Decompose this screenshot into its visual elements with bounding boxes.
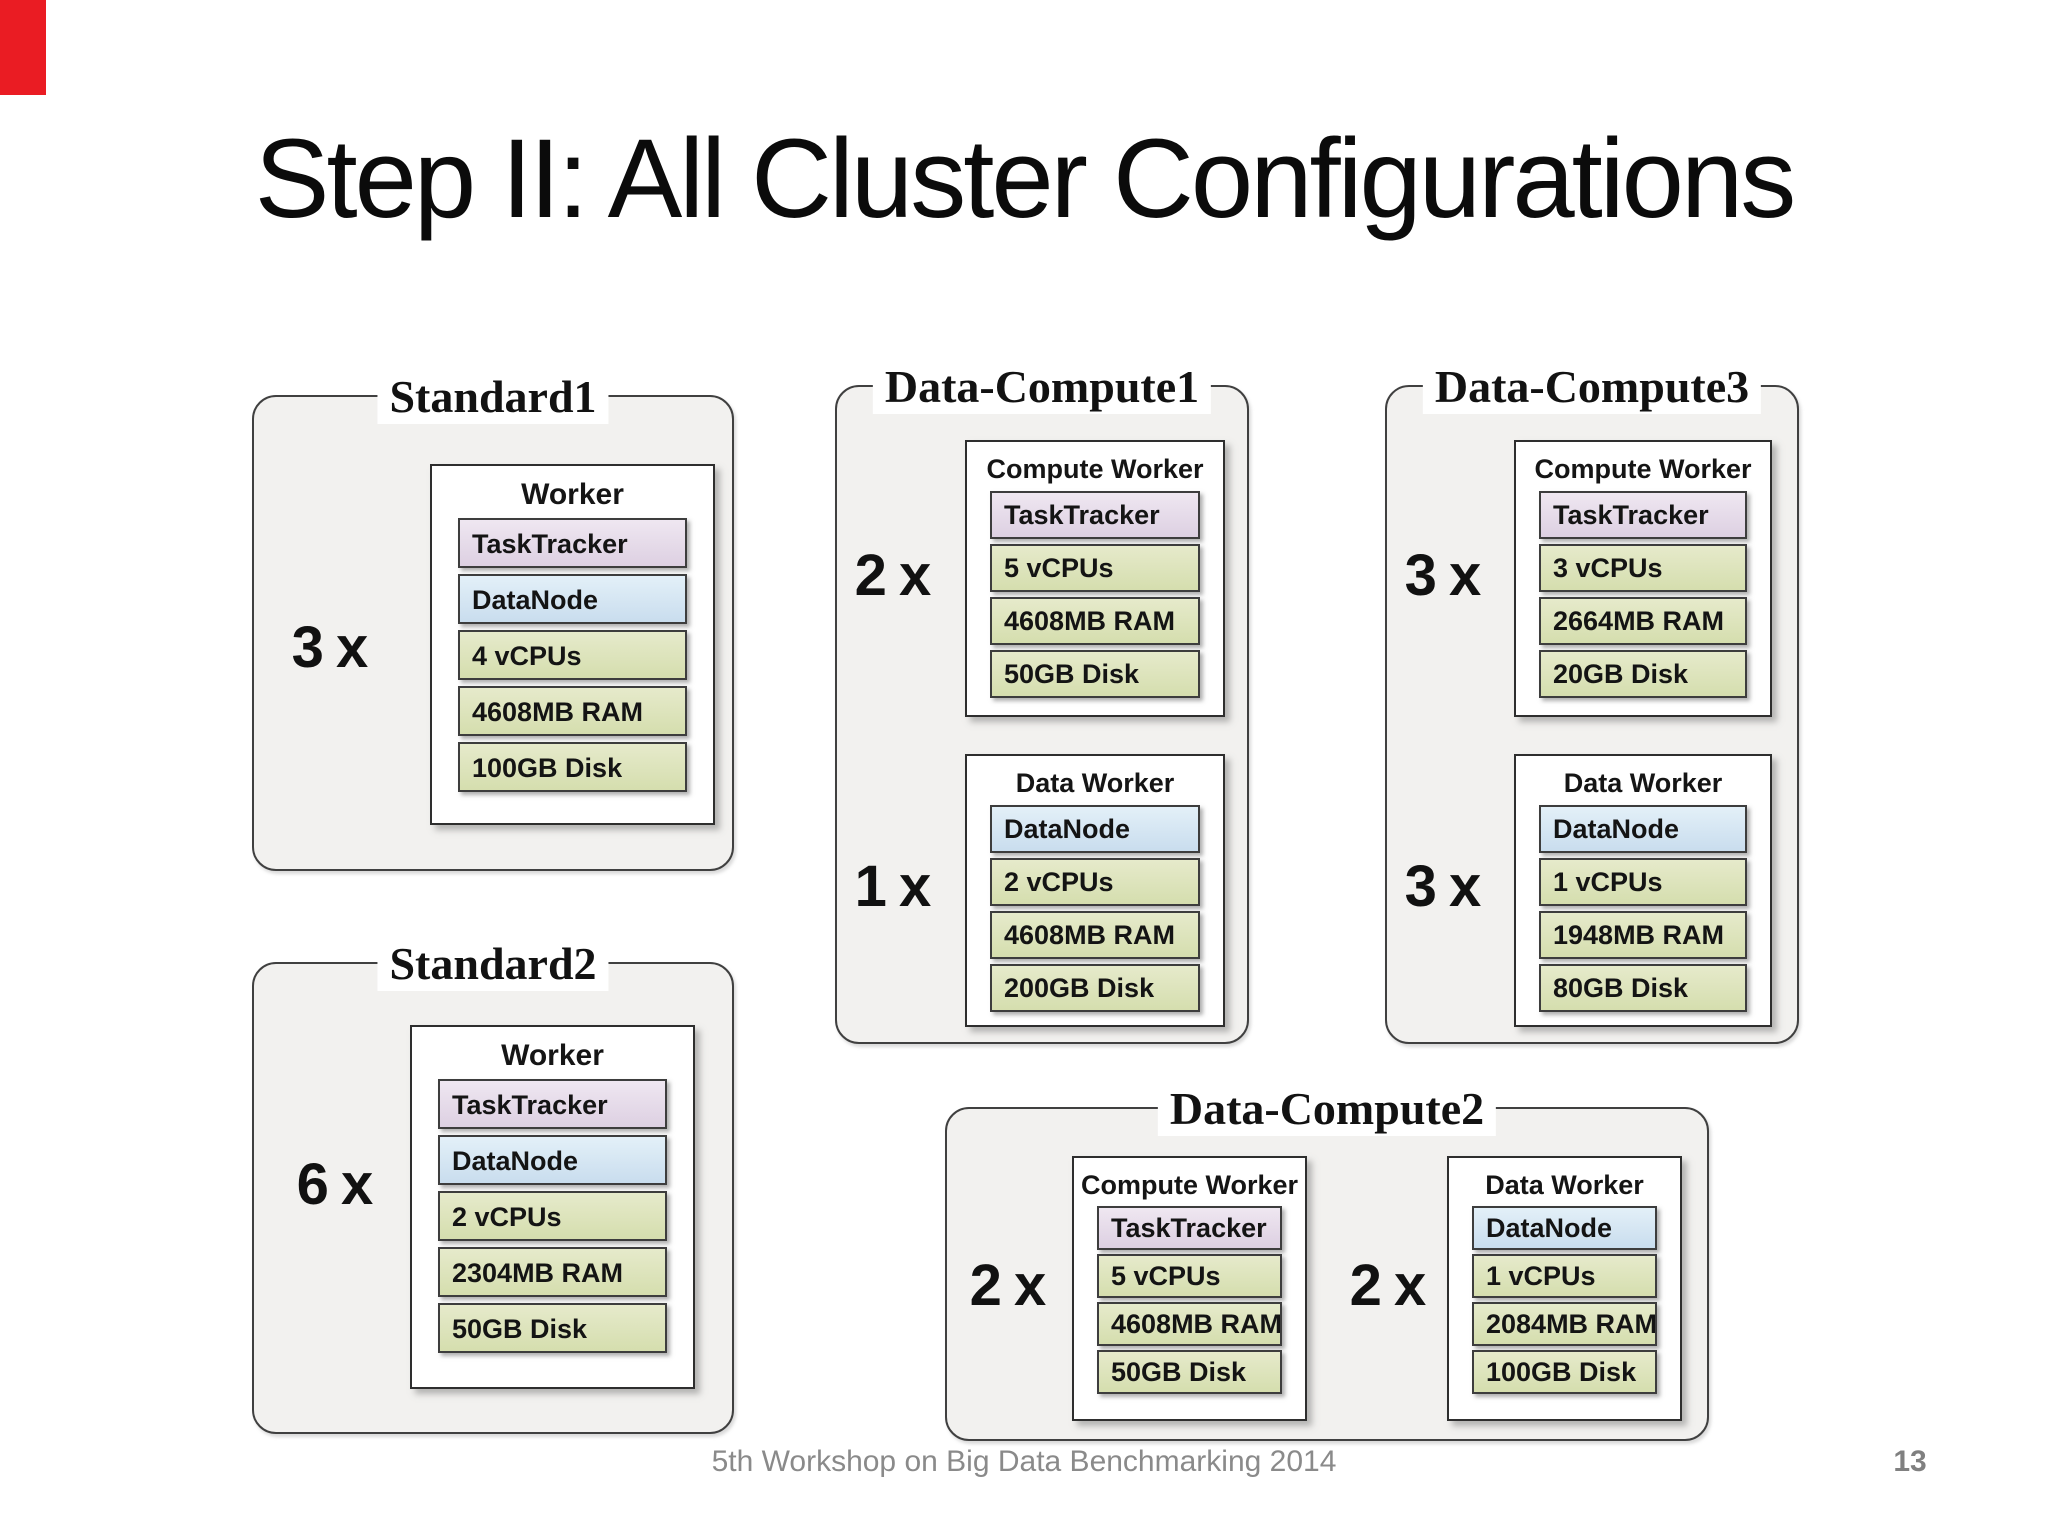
worker-title: Worker bbox=[521, 478, 624, 511]
compute-worker-title: Compute Worker bbox=[1534, 454, 1752, 484]
row-vcpus: 3 vCPUs bbox=[1539, 544, 1747, 592]
row-ram: 4608MB RAM bbox=[458, 686, 687, 736]
row-datanode: DataNode bbox=[1539, 805, 1747, 853]
data-compute2-data-multiplier: 2 x bbox=[1349, 1253, 1427, 1318]
row-tasktracker: TaskTracker bbox=[458, 518, 687, 568]
row-vcpus: 1 vCPUs bbox=[1539, 858, 1747, 906]
compute-worker-title: Compute Worker bbox=[1080, 1170, 1299, 1200]
row-disk: 200GB Disk bbox=[990, 964, 1200, 1012]
row-vcpus: 4 vCPUs bbox=[458, 630, 687, 680]
data-worker-title: Data Worker bbox=[1485, 1170, 1644, 1200]
standard2-worker-box: Worker TaskTracker DataNode 2 vCPUs 2304… bbox=[410, 1025, 695, 1389]
standard1-worker-box: Worker TaskTracker DataNode 4 vCPUs 4608… bbox=[430, 464, 715, 825]
row-datanode: DataNode bbox=[990, 805, 1200, 853]
data-compute1-data-multiplier: 1 x bbox=[854, 854, 932, 919]
row-ram: 4608MB RAM bbox=[990, 911, 1200, 959]
data-compute2-compute-multiplier: 2 x bbox=[969, 1253, 1047, 1318]
row-ram: 4608MB RAM bbox=[990, 597, 1200, 645]
row-tasktracker: TaskTracker bbox=[438, 1079, 667, 1129]
cluster-standard2-title: Standard2 bbox=[377, 937, 609, 991]
slide-title: Step II: All Cluster Configurations bbox=[254, 116, 1796, 241]
row-disk: 100GB Disk bbox=[458, 742, 687, 792]
row-ram: 1948MB RAM bbox=[1539, 911, 1747, 959]
data-compute2-data-worker-box: Data Worker DataNode 1 vCPUs 2084MB RAM … bbox=[1447, 1156, 1682, 1421]
cluster-data-compute1-title: Data-Compute1 bbox=[872, 360, 1212, 414]
row-ram: 2664MB RAM bbox=[1539, 597, 1747, 645]
cluster-standard1: Standard1 3 x Worker TaskTracker DataNod… bbox=[252, 370, 734, 871]
row-disk: 80GB Disk bbox=[1539, 964, 1747, 1012]
row-disk: 50GB Disk bbox=[438, 1303, 667, 1353]
data-compute3-data-worker-box: Data Worker DataNode 1 vCPUs 1948MB RAM … bbox=[1514, 754, 1772, 1027]
data-compute1-compute-worker-box: Compute Worker TaskTracker 5 vCPUs 4608M… bbox=[965, 440, 1225, 717]
cluster-standard1-title: Standard1 bbox=[377, 370, 609, 424]
row-disk: 100GB Disk bbox=[1472, 1350, 1657, 1394]
row-disk: 50GB Disk bbox=[990, 650, 1200, 698]
row-tasktracker: TaskTracker bbox=[1539, 491, 1747, 539]
cluster-data-compute2-title: Data-Compute2 bbox=[1157, 1082, 1497, 1136]
data-compute3-data-multiplier: 3 x bbox=[1404, 854, 1482, 919]
data-worker-title: Data Worker bbox=[1563, 768, 1723, 798]
cluster-data-compute2: Data-Compute2 2 x Compute Worker TaskTra… bbox=[945, 1082, 1709, 1441]
data-compute3-compute-multiplier: 3 x bbox=[1404, 543, 1482, 608]
data-worker-title: Data Worker bbox=[1015, 768, 1175, 798]
red-corner-marker bbox=[0, 0, 46, 95]
footer-text: 5th Workshop on Big Data Benchmarking 20… bbox=[711, 1445, 1337, 1478]
row-vcpus: 5 vCPUs bbox=[1097, 1254, 1282, 1298]
row-vcpus: 2 vCPUs bbox=[990, 858, 1200, 906]
data-compute2-compute-worker-box: Compute Worker TaskTracker 5 vCPUs 4608M… bbox=[1072, 1156, 1307, 1421]
cluster-data-compute1: Data-Compute1 2 x Compute Worker TaskTra… bbox=[835, 360, 1249, 1044]
worker-title: Worker bbox=[501, 1039, 604, 1072]
row-vcpus: 1 vCPUs bbox=[1472, 1254, 1657, 1298]
data-compute3-compute-worker-box: Compute Worker TaskTracker 3 vCPUs 2664M… bbox=[1514, 440, 1772, 717]
row-datanode: DataNode bbox=[458, 574, 687, 624]
row-disk: 20GB Disk bbox=[1539, 650, 1747, 698]
compute-worker-title: Compute Worker bbox=[986, 454, 1204, 484]
row-ram: 2304MB RAM bbox=[438, 1247, 667, 1297]
data-compute1-data-worker-box: Data Worker DataNode 2 vCPUs 4608MB RAM … bbox=[965, 754, 1225, 1027]
cluster-standard2: Standard2 6 x Worker TaskTracker DataNod… bbox=[252, 937, 734, 1434]
standard1-multiplier: 3 x bbox=[291, 615, 369, 680]
row-datanode: DataNode bbox=[1472, 1206, 1657, 1250]
row-ram: 4608MB RAM bbox=[1097, 1302, 1282, 1346]
row-disk: 50GB Disk bbox=[1097, 1350, 1282, 1394]
cluster-data-compute3: Data-Compute3 3 x Compute Worker TaskTra… bbox=[1385, 360, 1799, 1044]
cluster-data-compute3-title: Data-Compute3 bbox=[1422, 360, 1762, 414]
row-tasktracker: TaskTracker bbox=[1097, 1206, 1282, 1250]
row-ram: 2084MB RAM bbox=[1472, 1302, 1657, 1346]
row-vcpus: 2 vCPUs bbox=[438, 1191, 667, 1241]
row-vcpus: 5 vCPUs bbox=[990, 544, 1200, 592]
row-datanode: DataNode bbox=[438, 1135, 667, 1185]
row-tasktracker: TaskTracker bbox=[990, 491, 1200, 539]
standard2-multiplier: 6 x bbox=[296, 1152, 374, 1217]
page-number: 13 bbox=[1893, 1445, 1927, 1478]
data-compute1-compute-multiplier: 2 x bbox=[854, 543, 932, 608]
